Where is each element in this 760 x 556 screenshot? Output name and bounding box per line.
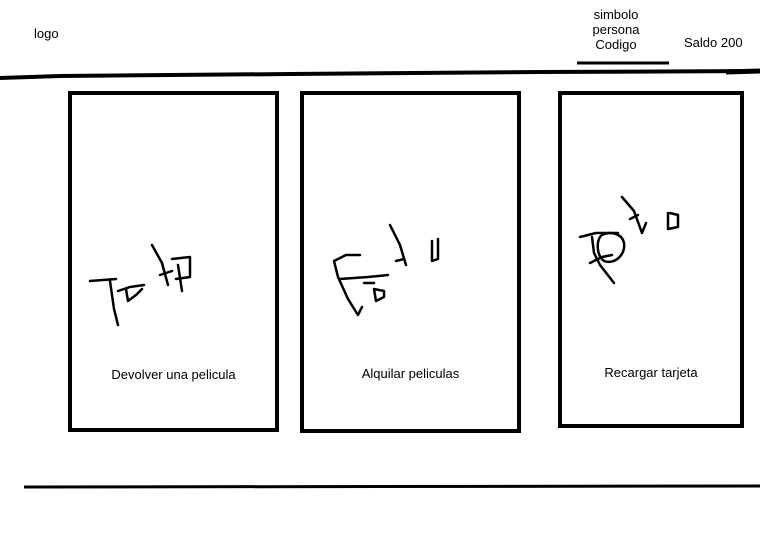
- header-divider: [0, 69, 760, 80]
- header-divider-right-segment: [725, 68, 760, 75]
- return-movie-sketch-icon: [88, 243, 192, 327]
- return-movie-label: Devolver una pelicula: [111, 367, 236, 382]
- balance-label: Saldo 200: [684, 35, 743, 50]
- logo[interactable]: logo: [34, 26, 59, 41]
- user-symbol-placeholder-line2: persona: [592, 22, 640, 37]
- rent-movie-card[interactable]: Alquilar peliculas: [300, 91, 521, 433]
- rent-movie-sketch-icon: [332, 223, 440, 317]
- user-profile[interactable]: simbolo persona Codigo: [580, 7, 652, 52]
- user-symbol-placeholder-line1: simbolo: [593, 7, 639, 22]
- rent-movie-label: Alquilar peliculas: [361, 366, 460, 381]
- footer-divider: [23, 484, 760, 489]
- user-code: Codigo: [595, 37, 637, 52]
- recharge-card-card[interactable]: Recargar tarjeta: [558, 91, 744, 428]
- recharge-card-sketch-icon: [578, 195, 680, 285]
- return-movie-card[interactable]: Devolver una pelicula: [68, 91, 279, 432]
- recharge-card-label: Recargar tarjeta: [604, 365, 698, 380]
